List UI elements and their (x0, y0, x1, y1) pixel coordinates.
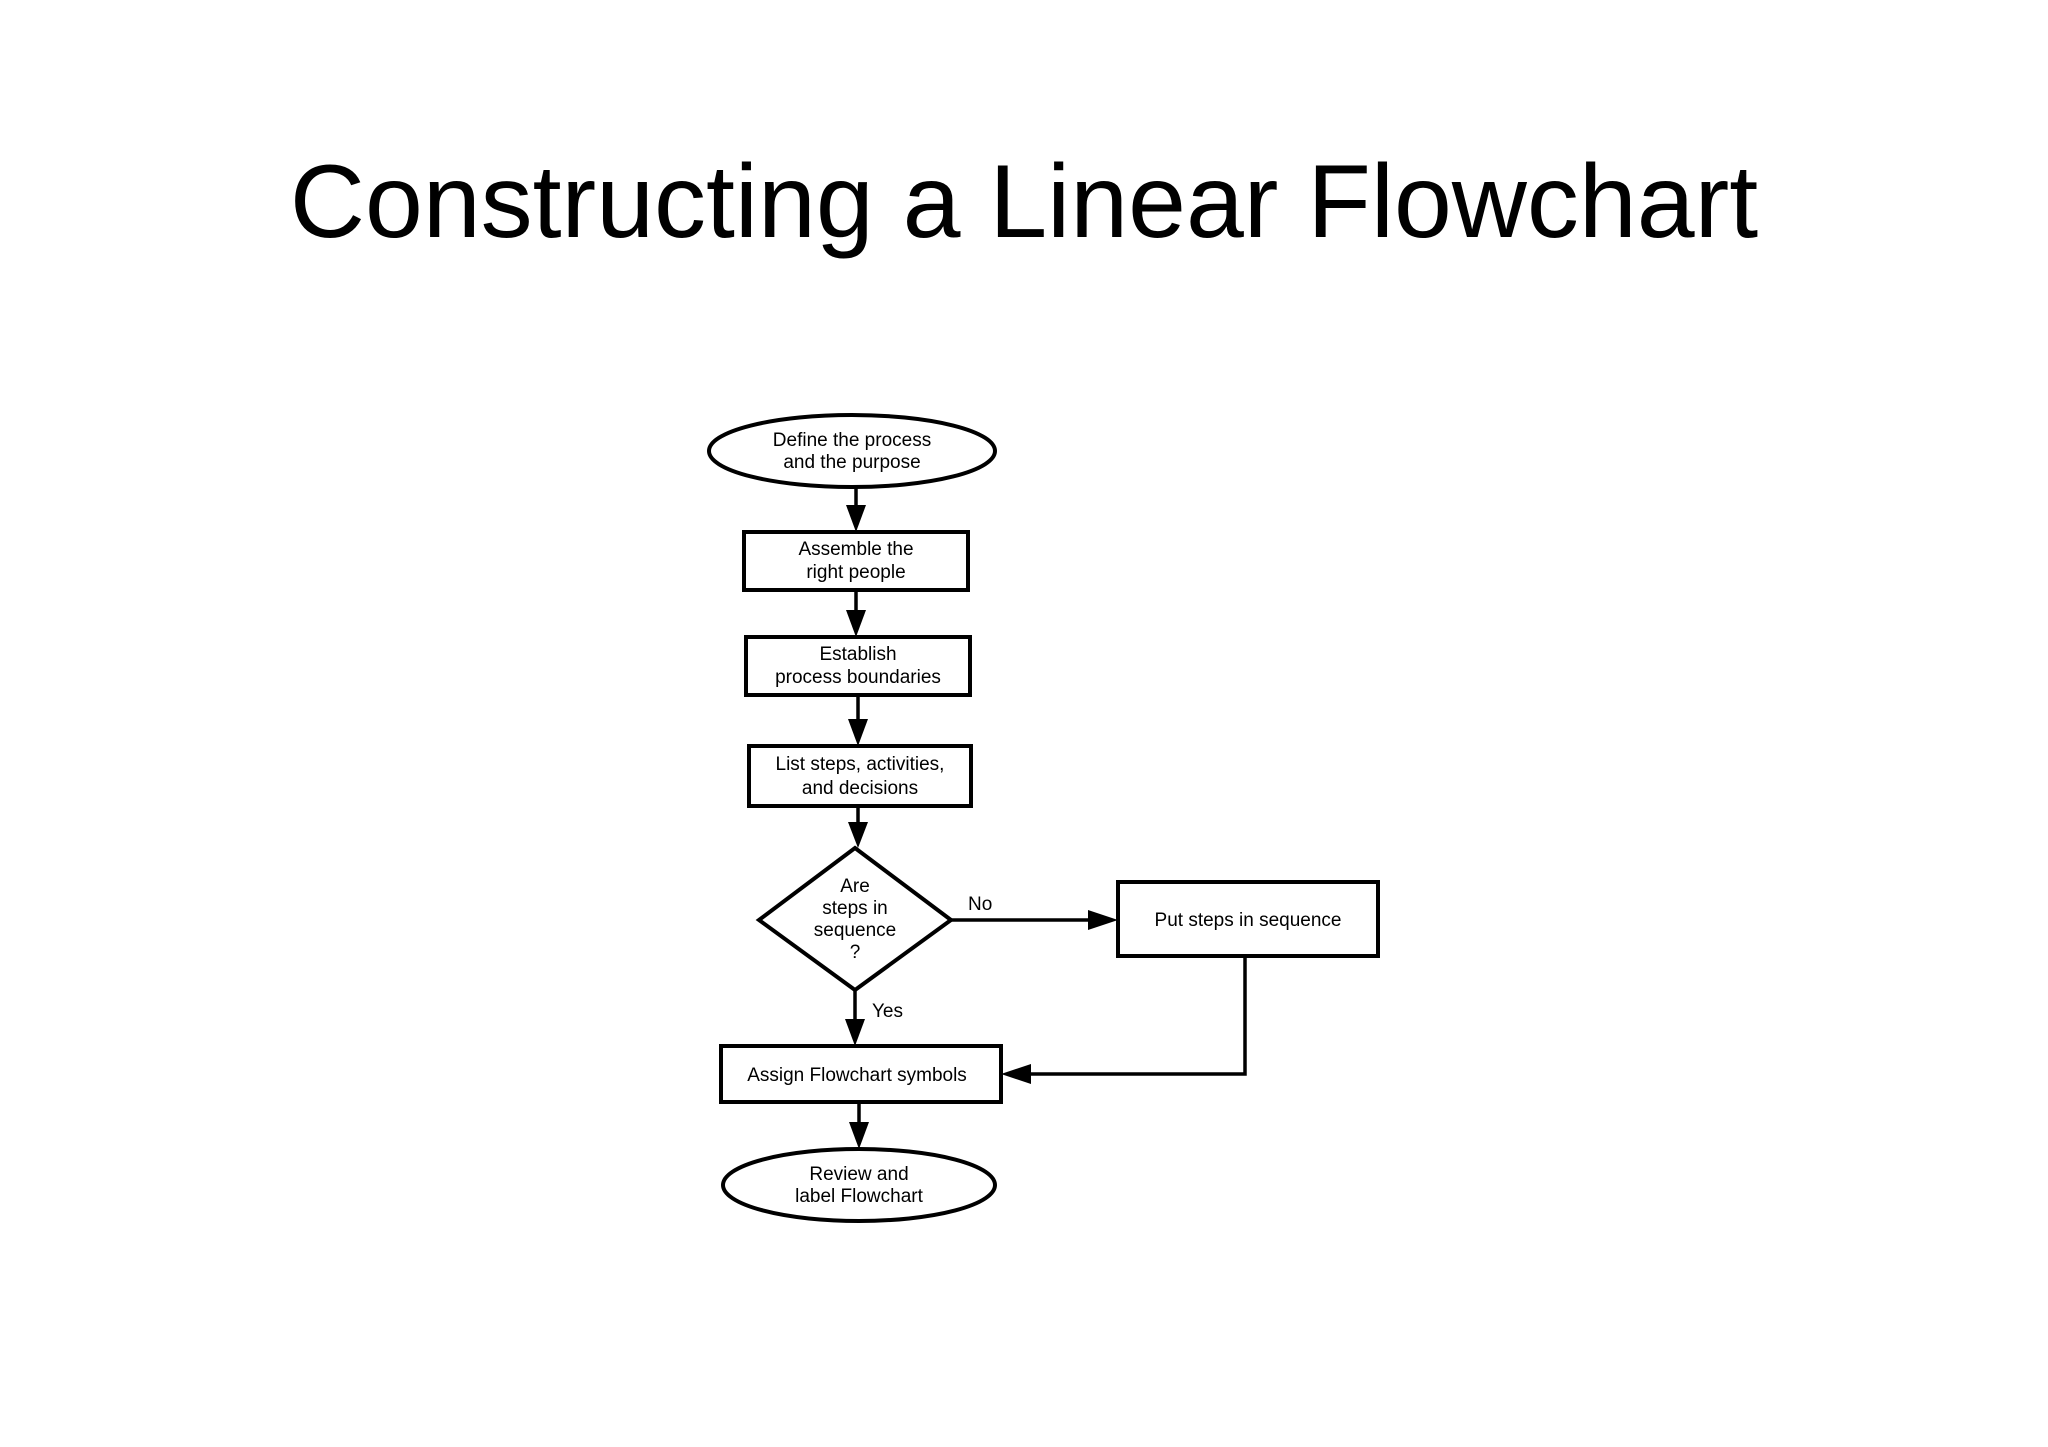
node-sequence-line-1: Put steps in sequence (1155, 910, 1342, 931)
node-assemble-shape (742, 530, 970, 592)
node-define-process: Define the process and the purpose (707, 413, 997, 489)
node-sequence-shape (1116, 880, 1380, 958)
node-assemble-people: Assemble the right people (742, 530, 970, 592)
node-establish-shape (744, 635, 972, 697)
edge-sequence-to-assign (1001, 956, 1247, 1084)
node-establish-line-1: Establish (819, 644, 896, 665)
node-decision-line-2: steps in (822, 898, 887, 919)
node-assign-symbols: Assign Flowchart symbols (719, 1044, 1003, 1104)
node-assign-line-1: Assign Flowchart symbols (747, 1065, 967, 1086)
node-assemble-line-2: right people (806, 562, 905, 583)
node-review-line-1: Review and (809, 1164, 908, 1185)
node-establish-line-2: process boundaries (775, 667, 941, 688)
edge-assemble-to-establish (846, 590, 866, 637)
node-decision-shape (755, 845, 955, 993)
node-list-shape (747, 744, 973, 808)
slide-title: Constructing a Linear Flowchart (289, 144, 1759, 260)
node-assign-shape (719, 1044, 1003, 1104)
node-establish-boundaries: Establish process boundaries (744, 635, 972, 697)
node-define-line-1: Define the process (773, 430, 931, 451)
edge-decision-yes-to-assign (845, 990, 865, 1046)
node-decision-line-3: sequence (814, 920, 896, 941)
edge-establish-to-list (848, 695, 868, 746)
edge-list-to-decision (848, 806, 868, 848)
node-list-steps: List steps, activities, and decisions (747, 744, 973, 808)
node-decision-line-1: Are (840, 876, 870, 897)
node-put-in-sequence: Put steps in sequence (1116, 880, 1380, 958)
edge-decision-no-to-sequence (951, 910, 1118, 930)
edge-define-to-assemble (846, 487, 866, 532)
node-list-line-1: List steps, activities, (776, 754, 945, 775)
edge-label-no: No (968, 894, 992, 915)
node-assemble-line-1: Assemble the (798, 539, 913, 560)
node-decision-in-sequence: Are steps in sequence ? (755, 845, 955, 993)
node-list-line-2: and decisions (802, 778, 918, 799)
node-define-line-2: and the purpose (783, 452, 920, 473)
node-review-line-2: label Flowchart (795, 1186, 923, 1207)
edge-assign-to-review (849, 1102, 869, 1149)
node-decision-line-4: ? (850, 942, 861, 963)
node-define-shape (707, 413, 997, 489)
node-review-shape (721, 1147, 997, 1223)
node-review-label: Review and label Flowchart (721, 1147, 997, 1223)
edge-label-yes: Yes (872, 1001, 903, 1022)
